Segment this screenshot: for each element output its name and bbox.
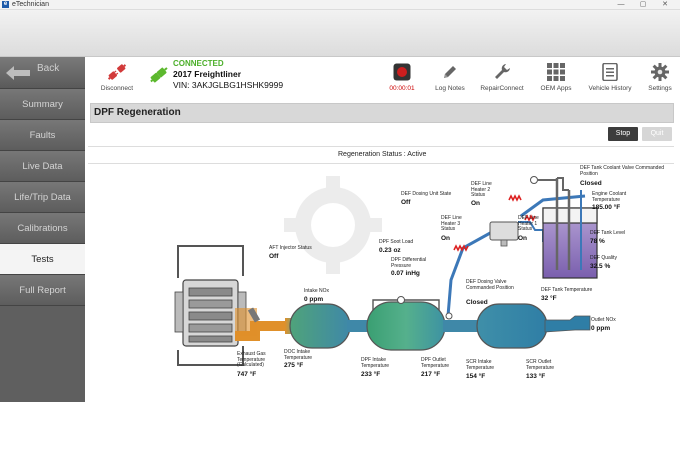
def-dosing-unit-state-value: Off (401, 199, 411, 206)
dpf-soot-load-label: DPF Soot Load (379, 239, 414, 245)
oem-apps-button[interactable]: OEM Apps (536, 63, 576, 92)
intake-nox-label: Intake NOx (304, 288, 330, 294)
settings-button[interactable]: Settings (644, 63, 676, 92)
page-title: DPF Regeneration (94, 107, 181, 118)
record-button[interactable]: 00:00:01 (388, 63, 416, 92)
log-notes-button[interactable]: Log Notes (430, 63, 470, 92)
divider (88, 163, 674, 164)
maximize-button[interactable]: ▢ (639, 1, 647, 8)
engine-coolant-temp-label: Engine Coolant Temperature (592, 191, 627, 203)
sidebar-item-life-trip-data[interactable]: Life/Trip Data (0, 182, 85, 213)
scr-intake-temp-value: 154 °F (466, 373, 486, 380)
app-title: eTechnician (12, 1, 49, 8)
vehicle-history-button[interactable]: Vehicle History (584, 63, 636, 92)
plug-connected-icon (150, 67, 168, 83)
exhaust-gas-temp-label: Exhaust Gas Temperature (Calculated) (237, 351, 266, 369)
vehicle-vin: VIN: 3AKJGLBG1HSHK9999 (173, 80, 284, 90)
connection-status: CONNECTED (173, 59, 224, 68)
engine-coolant-temp-value: 185.00 °F (592, 204, 621, 211)
close-button[interactable]: ✕ (662, 1, 668, 8)
def-dosing-valve-value: Closed (466, 299, 488, 306)
scr-outlet-temp-label: SCR Outlet Temperature (526, 359, 555, 371)
record-timer: 00:00:01 (389, 85, 415, 92)
aftertreatment-diagram (174, 176, 598, 366)
oem-apps-label: OEM Apps (540, 85, 572, 92)
bottom-area (0, 402, 680, 450)
wrench-icon (495, 64, 510, 79)
outlet-nox-label: Outlet NOx (591, 317, 616, 323)
def-tank-temp-value: 32 °F (541, 295, 557, 302)
dpf-outlet-temp-label: DPF Outlet Temperature (421, 357, 450, 369)
dpf-outlet-temp-value: 217 °F (421, 371, 441, 378)
def-quality-label: DEF Quality (590, 255, 617, 261)
disconnect-icon (107, 64, 127, 80)
log-notes-label: Log Notes (435, 85, 465, 92)
sidebar-item-faults[interactable]: Faults (0, 120, 85, 151)
regeneration-status: Regeneration Status : Active (338, 151, 427, 158)
sidebar-item-calibrations[interactable]: Calibrations (0, 213, 85, 244)
back-arrow-icon (6, 66, 30, 80)
def-tank-level-label: DEF Tank Level (590, 230, 626, 236)
def-tank-coolant-valve-value: Closed (580, 180, 602, 187)
disconnect-button[interactable]: Disconnect (97, 63, 137, 92)
gear-icon (651, 63, 669, 81)
aft-injector-status-value: Off (269, 253, 279, 260)
toolbar-left-spacer (0, 10, 85, 57)
minimize-button[interactable]: — (617, 1, 625, 8)
def-line-heater-3-value: On (441, 235, 451, 242)
sidebar-item-live-data[interactable]: Live Data (0, 151, 85, 182)
def-quality-value: 32.5 % (590, 263, 611, 270)
pencil-icon (444, 66, 456, 78)
exhaust-gas-temp-value: 747 °F (237, 371, 257, 378)
def-dosing-valve-label: DEF Dosing Valve Commanded Position (466, 279, 514, 291)
dpf-intake-temp-value: 233 °F (361, 371, 381, 378)
def-line-heater-3-label: DEF Line Heater 3 Status (441, 215, 462, 233)
grid-icon (547, 63, 565, 81)
sidebar-item-summary[interactable]: Summary (0, 89, 85, 120)
scr-outlet-temp-value: 133 °F (526, 373, 546, 380)
top-toolbar (85, 10, 680, 57)
def-tank-temp-label: DEF Tank Temperature (541, 287, 593, 293)
doc-intake-temp-label: DOC Intake Temperature (284, 349, 313, 361)
back-button[interactable]: Back (0, 57, 85, 89)
outlet-nox-value: 0 ppm (591, 325, 611, 332)
def-line-heater-2-value: On (471, 200, 481, 207)
def-line-heater-1-value: On (518, 235, 528, 242)
def-tank-coolant-valve-label: DEF Tank Coolant Valve Commanded Positio… (580, 165, 665, 177)
dpf-diff-pressure-label: DPF Differential Pressure (391, 257, 427, 269)
scr-intake-temp-label: SCR Intake Temperature (466, 359, 495, 371)
def-tank-level-value: 78 % (590, 238, 605, 245)
page-header (90, 103, 674, 123)
aft-injector-status-label: AFT Injector Status (269, 245, 312, 251)
settings-label: Settings (648, 85, 672, 92)
sidebar-item-tests[interactable]: Tests (0, 244, 85, 275)
record-icon (393, 63, 411, 81)
app-logo-icon: e (2, 1, 9, 8)
def-line-heater-2-label: DEF Line Heater 2 Status (471, 181, 492, 199)
vehicle-name: 2017 Freightliner (173, 69, 242, 79)
def-line-heater-1-label: DEF Line Heater 1 Status (518, 215, 539, 233)
repair-connect-label: RepairConnect (480, 85, 524, 92)
disconnect-label: Disconnect (100, 85, 134, 92)
document-icon (602, 63, 618, 81)
sidebar-item-full-report[interactable]: Full Report (0, 275, 85, 306)
window-titlebar: e eTechnician — ▢ ✕ (0, 0, 680, 10)
dpf-intake-temp-label: DPF Intake Temperature (361, 357, 390, 369)
dpf-soot-load-value: 0.23 oz (379, 247, 401, 254)
watermark-gear-icon (284, 176, 382, 274)
dpf-diff-pressure-value: 0.07 inHg (391, 270, 420, 277)
quit-button[interactable]: Quit (642, 127, 672, 141)
def-dosing-unit-state-label: DEF Dosing Unit State (401, 191, 452, 197)
repair-connect-button[interactable]: RepairConnect (478, 63, 526, 92)
divider (88, 146, 674, 147)
vehicle-history-label: Vehicle History (588, 85, 632, 92)
doc-intake-temp-value: 275 °F (284, 362, 304, 369)
back-label: Back (37, 63, 60, 74)
intake-nox-value: 0 ppm (304, 296, 324, 303)
stop-button[interactable]: Stop (608, 127, 638, 141)
